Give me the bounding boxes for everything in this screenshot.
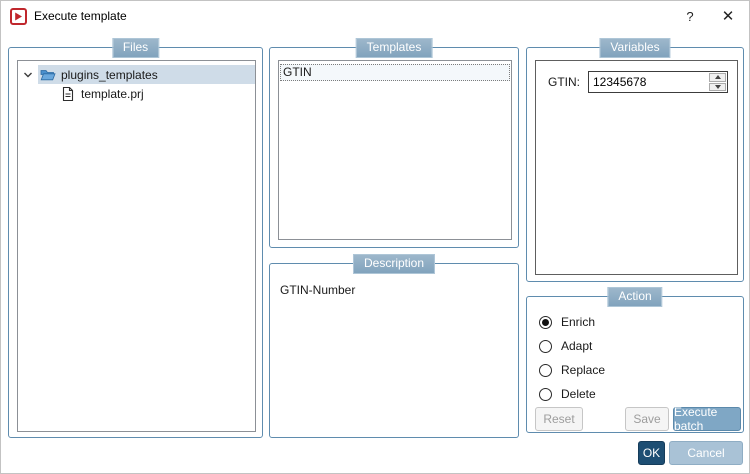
ok-button[interactable]: OK — [638, 441, 665, 465]
variable-row-gtin: GTIN: — [548, 71, 728, 93]
files-panel: Files plugins_templates — [8, 38, 263, 438]
file-icon — [60, 86, 76, 102]
radio-button-icon[interactable] — [539, 339, 552, 353]
radio-adapt[interactable]: Adapt — [539, 339, 592, 353]
description-text: GTIN-Number — [280, 283, 356, 297]
radio-label: Adapt — [561, 339, 593, 353]
gtin-spinbox[interactable] — [588, 71, 728, 93]
gtin-label: GTIN: — [548, 75, 580, 89]
open-folder-icon — [40, 67, 56, 83]
files-panel-header: Files — [111, 38, 160, 58]
radio-delete[interactable]: Delete — [539, 387, 596, 401]
tree-indent — [18, 84, 38, 103]
description-panel-header: Description — [352, 254, 436, 274]
gtin-input[interactable] — [589, 72, 707, 92]
radio-label: Enrich — [561, 315, 596, 329]
radio-button-icon[interactable] — [539, 387, 552, 401]
description-panel: Description GTIN-Number — [269, 254, 519, 438]
help-button[interactable]: ? — [686, 8, 694, 24]
cancel-button[interactable]: Cancel — [669, 441, 743, 465]
radio-button-icon[interactable] — [539, 363, 552, 377]
radio-label: Delete — [561, 387, 596, 401]
spin-up-button[interactable] — [709, 73, 726, 82]
execute-batch-button[interactable]: Execute batch — [673, 405, 741, 433]
files-tree[interactable]: plugins_templates template.prj — [17, 60, 256, 432]
variables-box: GTIN: — [535, 60, 738, 275]
radio-replace[interactable]: Replace — [539, 363, 605, 377]
radio-button-icon[interactable] — [539, 315, 552, 329]
save-button[interactable]: Save — [625, 407, 669, 431]
template-list-item[interactable]: GTIN — [280, 64, 510, 81]
radio-enrich[interactable]: Enrich — [539, 315, 595, 329]
templates-panel: Templates GTIN — [269, 38, 519, 248]
tree-item-label: template.prj — [81, 86, 144, 101]
chevron-down-icon[interactable] — [18, 65, 38, 84]
templates-list[interactable]: GTIN — [278, 60, 512, 240]
templates-panel-header: Templates — [355, 38, 433, 58]
spin-down-button[interactable] — [709, 82, 726, 91]
app-icon — [10, 7, 27, 25]
radio-label: Replace — [561, 363, 606, 377]
tree-row-template-prj[interactable]: template.prj — [18, 84, 255, 103]
tree-row-plugins-templates[interactable]: plugins_templates — [18, 65, 255, 84]
window-title: Execute template — [34, 9, 127, 23]
tree-item-label: plugins_templates — [61, 67, 158, 82]
titlebar: Execute template ? ✕ — [1, 1, 749, 31]
reset-button[interactable]: Reset — [535, 407, 583, 431]
variables-panel-header: Variables — [599, 38, 671, 58]
action-panel-header: Action — [607, 287, 663, 307]
action-panel: Action Enrich Adapt Replace Delete Reset… — [526, 287, 744, 433]
close-icon[interactable]: ✕ — [721, 8, 735, 25]
variables-panel: Variables GTIN: — [526, 38, 744, 282]
